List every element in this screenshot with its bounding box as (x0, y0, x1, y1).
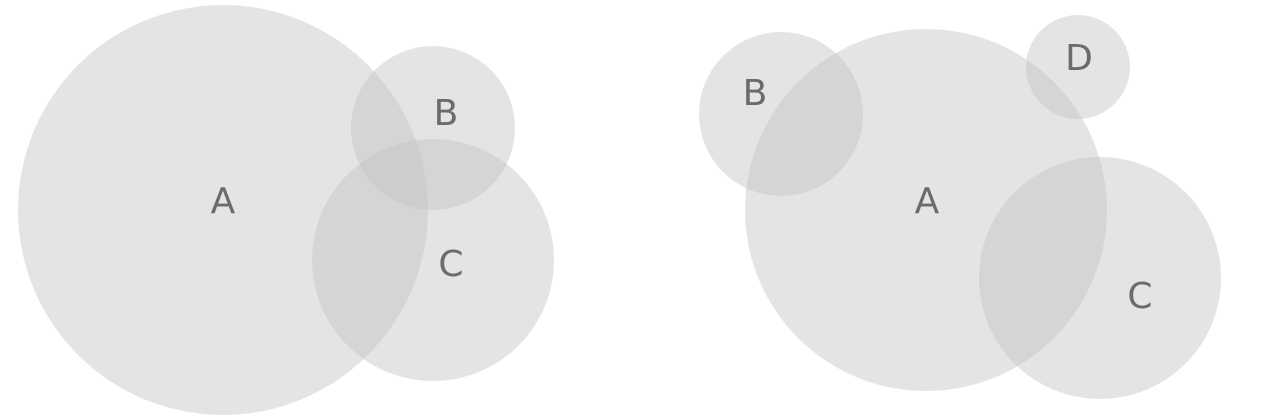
set-circle-a (745, 29, 1107, 391)
set-label-b: B (434, 93, 459, 134)
set-label-a: A (211, 181, 236, 222)
set-circle-c (979, 157, 1221, 399)
set-circle-b (699, 32, 863, 196)
set-label-b: B (743, 73, 768, 114)
set-label-d: D (1065, 38, 1093, 79)
set-circle-c (312, 139, 554, 381)
set-circle-b (351, 46, 515, 210)
set-circle-d (1026, 15, 1130, 119)
venn-diagram-2: A B D C (699, 15, 1221, 399)
venn-diagram-1: A B C (18, 5, 554, 415)
set-label-c: C (438, 244, 463, 285)
set-circle-a (18, 5, 428, 415)
set-label-a: A (915, 181, 940, 222)
set-label-c: C (1127, 276, 1152, 317)
